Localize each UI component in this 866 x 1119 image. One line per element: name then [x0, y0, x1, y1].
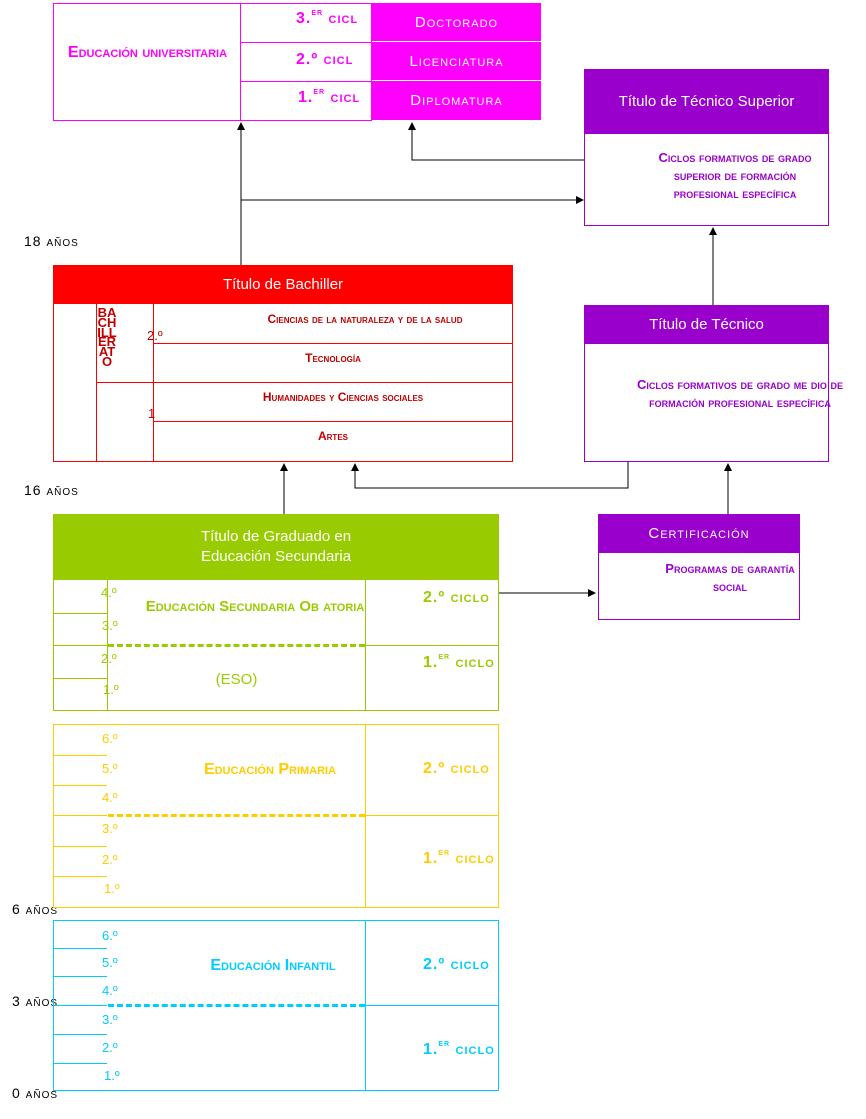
infantil-cycle-2: 2.º ciclo	[423, 956, 490, 973]
primaria-grade-2: 2.º	[102, 852, 118, 867]
tecnico-superior-body: Ciclos formativos de grado superior de f…	[658, 149, 812, 201]
primaria-grade-3: 3.º	[102, 821, 118, 836]
tecnico-body: Ciclos formativos de grado me dio de for…	[637, 377, 843, 410]
bachiller-title: Título de Bachiller	[53, 265, 513, 304]
tecnico-title: Título de Técnico	[584, 305, 829, 344]
age-label-0: 0 años	[12, 1085, 59, 1101]
bachiller-row-divider-3	[153, 421, 513, 422]
bachiller-course-divider	[96, 382, 153, 383]
university-row-divider-1	[240, 42, 372, 43]
primaria-name: Educación Primaria	[203, 761, 337, 778]
infantil-grade-1: 1.º	[104, 1068, 120, 1083]
infantil-dashed-divider	[108, 1004, 365, 1007]
eso-cycle-1: 1.er ciclo	[423, 651, 495, 671]
eso-grade-4: 4.º	[101, 585, 117, 600]
primaria-grade-divider-5	[53, 876, 107, 877]
eso-grade-3: 3.º	[102, 618, 118, 633]
primaria-cycle-1: 1.er ciclo	[423, 847, 495, 867]
university-divider	[240, 3, 241, 121]
age-label-16: 16 años	[24, 482, 79, 498]
university-cycle-1: 1.er cicl	[298, 86, 361, 106]
primaria-grade-6: 6.º	[102, 731, 118, 746]
university-title: Educación universitaria	[67, 44, 228, 61]
eso-grade-2: 2.º	[101, 651, 117, 666]
bachiller-course-1: 1	[148, 406, 156, 421]
bachillerato-vertical-label: BACHILLERATO	[97, 305, 117, 369]
modality-humanidades: Humanidades y Ciencias sociales	[262, 390, 424, 404]
infantil-grade-4: 4.º	[102, 983, 118, 998]
infantil-grade-divider-4	[53, 1034, 107, 1035]
infantil-cycle-divider	[365, 1005, 499, 1006]
primaria-grade-divider-3	[53, 815, 107, 816]
degree-licenciatura: Licenciatura	[372, 42, 541, 80]
infantil-grade-divider-5	[53, 1063, 107, 1064]
primaria-dashed-divider	[108, 814, 365, 817]
certificacion-body: Programas de garantía social	[665, 561, 795, 594]
primaria-grade-divider-1	[53, 755, 107, 756]
eso-grade-divider-1	[53, 613, 107, 614]
modality-artes: Artes	[317, 429, 348, 443]
infantil-cycle-1: 1.er ciclo	[423, 1038, 495, 1058]
primaria-col-divider	[365, 724, 366, 908]
eso-cycle-2: 2.º ciclo	[423, 589, 490, 606]
university-row-divider-2	[240, 81, 372, 82]
arrow-tecnico-superior-to-university	[408, 122, 584, 161]
infantil-grade-3: 3.º	[102, 1012, 118, 1027]
modality-tecnologia: Tecnología	[305, 351, 361, 365]
eso-cycle-divider	[365, 645, 499, 646]
eso-grade-divider-2	[53, 645, 107, 646]
degree-doctorado: Doctorado	[372, 3, 541, 41]
eso-grade-divider-3	[53, 678, 107, 679]
certificacion-title: Certificación	[598, 514, 800, 553]
primaria-grade-4: 4.º	[102, 790, 118, 805]
age-label-6: 6 años	[12, 901, 59, 917]
bachiller-course-2: 2.º	[147, 328, 163, 343]
university-box	[53, 3, 372, 121]
age-label-18: 18 años	[24, 233, 79, 249]
primaria-cycle-divider	[365, 815, 499, 816]
arrow-tecnico-to-bachiller	[351, 461, 629, 489]
infantil-grade-divider-2	[53, 976, 107, 977]
tecnico-superior-title: Título de Técnico Superior	[584, 69, 829, 134]
eso-abbr: (ESO)	[215, 670, 258, 688]
eso-dashed-divider	[108, 644, 365, 647]
infantil-name: Educación Infantil	[210, 957, 336, 974]
infantil-grade-5: 5.º	[102, 955, 118, 970]
age-label-3: 3 años	[12, 993, 59, 1009]
primaria-grade-divider-4	[53, 846, 107, 847]
primaria-cycle-2: 2.º ciclo	[423, 760, 490, 777]
eso-col-divider-1	[107, 580, 108, 710]
infantil-grade-2: 2.º	[102, 1040, 118, 1055]
eso-title: Título de Graduado en Educación Secundar…	[53, 514, 499, 580]
bachiller-row-divider-1	[153, 343, 513, 344]
bachiller-row-divider-2	[153, 382, 513, 383]
primaria-grade-1: 1.º	[104, 881, 120, 896]
eso-name: Educación Secundaria Ob atoria	[145, 597, 365, 615]
primaria-box	[53, 724, 499, 908]
university-cycle-2: 2.º cicl	[296, 51, 354, 68]
infantil-grade-6: 6.º	[102, 928, 118, 943]
primaria-grade-5: 5.º	[102, 761, 118, 776]
infantil-grade-divider-1	[53, 948, 107, 949]
primaria-grade-divider-2	[53, 785, 107, 786]
infantil-grade-divider-3	[53, 1005, 107, 1006]
modality-ciencias: Ciencias de la naturaleza y de la salud	[267, 312, 463, 326]
degree-diplomatura: Diplomatura	[372, 81, 541, 120]
eso-grade-1: 1.º	[103, 682, 119, 697]
university-cycle-3: 3.er cicl	[296, 7, 359, 27]
